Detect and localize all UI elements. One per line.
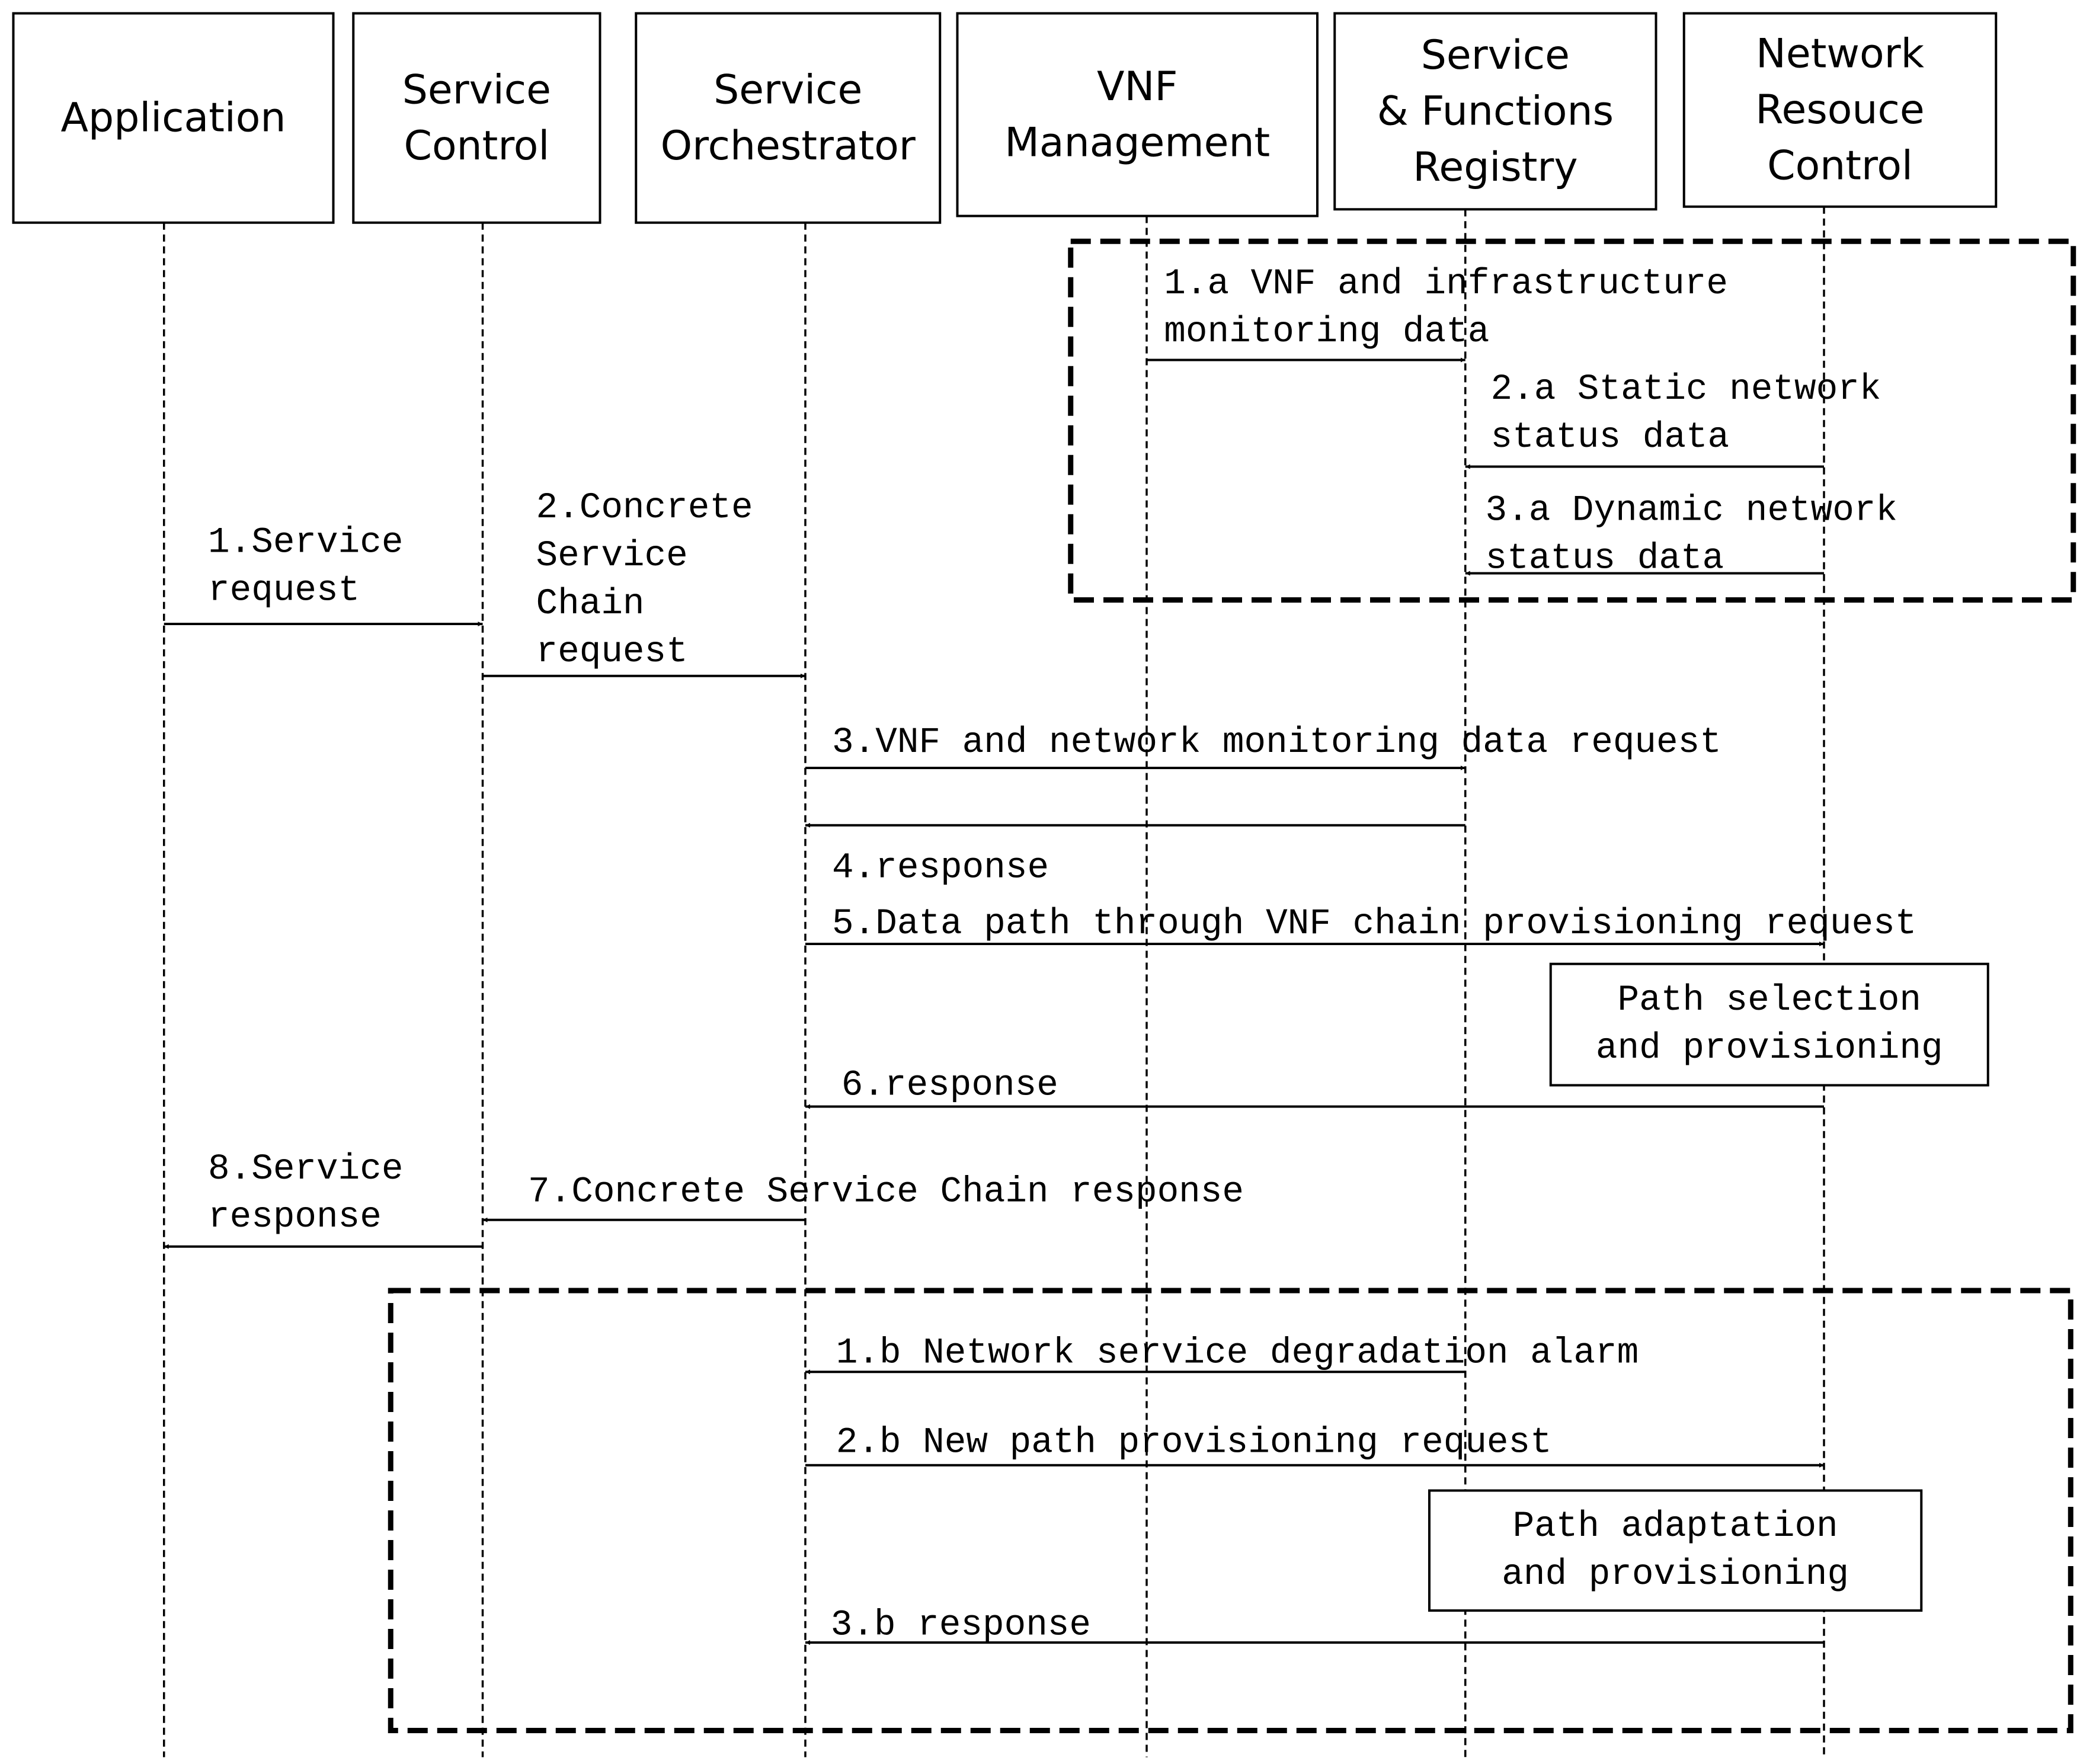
- participant-label: Control: [1767, 143, 1913, 190]
- participant-label: Application: [61, 95, 286, 142]
- participant-box: [1682, 12, 1998, 208]
- message-label: 4.response: [832, 848, 1049, 889]
- participant-label: Resouce: [1755, 87, 1924, 133]
- participant-label: VNF: [1097, 63, 1178, 110]
- participant-box: [956, 12, 1319, 217]
- message-label: 1.b Network service degradation alarm: [836, 1333, 1639, 1374]
- participant-label: Orchestrator: [661, 123, 916, 169]
- participant-box: [12, 12, 335, 224]
- message-label: 1.Service: [208, 523, 403, 564]
- message-label: response: [208, 1197, 382, 1238]
- message-label: request: [208, 571, 360, 612]
- participant-label: Service: [1421, 32, 1570, 79]
- message-m4: 4.response: [805, 822, 1465, 889]
- message-label: Service: [536, 536, 688, 577]
- message-label: 3.b response: [831, 1605, 1091, 1646]
- message-label: 2.b New path provisioning request: [836, 1422, 1552, 1463]
- participant-vnfm: VNF Management: [956, 12, 1319, 217]
- message-m7: 7.Concrete Service Chain response: [482, 1171, 1244, 1222]
- message-label: status data: [1491, 417, 1730, 458]
- message-m3: 3.VNF and network monitoring data reques…: [805, 722, 1721, 770]
- message-label: request: [536, 632, 688, 673]
- participant-box: [1333, 12, 1657, 211]
- note-label: and provisioning: [1596, 1028, 1943, 1069]
- participant-box: [635, 12, 942, 224]
- participant-label: Service: [713, 66, 862, 113]
- message-label: 6.response: [841, 1065, 1058, 1106]
- message-m6: 6.response: [805, 1065, 1824, 1109]
- participant-label: Registry: [1413, 144, 1577, 191]
- message-label: Chain: [536, 584, 645, 625]
- note-note2: Path adaptation and provisioning: [1428, 1489, 1923, 1612]
- message-m2a: 2.a Static network status data: [1465, 369, 1881, 469]
- message-label: monitoring data: [1164, 312, 1489, 353]
- message-m3a: 3.a Dynamic network status data: [1465, 491, 1897, 580]
- participant-box: [352, 12, 601, 224]
- message-label: 1.a VNF and infrastructure: [1164, 264, 1728, 305]
- participant-label: Service: [402, 66, 551, 113]
- message-m1a: 1.a VNF and infrastructure monitoring dat…: [1147, 264, 1728, 363]
- participant-label: Management: [1004, 119, 1270, 166]
- message-m1b: 1.b Network service degradation alarm: [805, 1333, 1639, 1375]
- note-box: [1549, 962, 1989, 1087]
- message-label: 3.VNF and network monitoring data reques…: [832, 722, 1721, 763]
- message-label: 2.a Static network: [1491, 369, 1881, 410]
- message-label: 3.a Dynamic network: [1486, 491, 1898, 532]
- message-m5: 5.Data path through VNF chain provisioni…: [805, 904, 1916, 946]
- message-m3b: 3.b response: [805, 1605, 1824, 1646]
- note-note1: Path selection and provisioning: [1549, 962, 1989, 1087]
- note-box: [1428, 1489, 1923, 1612]
- degradation-frame: [388, 1288, 2073, 1733]
- message-m2b: 2.b New path provisioning request: [805, 1422, 1824, 1468]
- participant-label: Control: [404, 123, 549, 169]
- message-label: status data: [1486, 539, 1724, 580]
- participant-app: Application: [12, 12, 335, 224]
- message-label: 7.Concrete Service Chain response: [528, 1171, 1244, 1212]
- note-label: Path adaptation: [1513, 1506, 1838, 1547]
- participant-label: Network: [1756, 31, 1925, 78]
- message-label: 8.Service: [208, 1149, 403, 1190]
- participant-label: & Functions: [1377, 88, 1614, 135]
- message-label: 5.Data path through VNF chain provisioni…: [832, 904, 1916, 945]
- message-label: 2.Concrete: [536, 488, 753, 529]
- note-label: Path selection: [1618, 980, 1921, 1021]
- note-label: and provisioning: [1502, 1554, 1849, 1595]
- message-m1: 1.Service request: [164, 523, 483, 626]
- message-m8: 8.Service response: [164, 1149, 483, 1249]
